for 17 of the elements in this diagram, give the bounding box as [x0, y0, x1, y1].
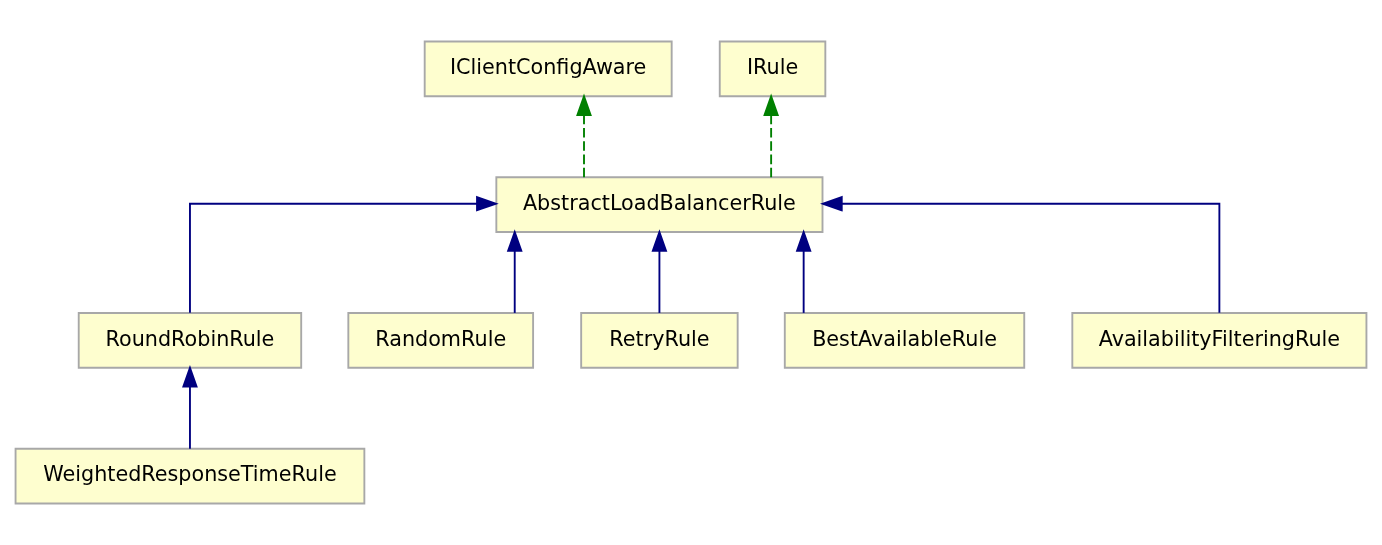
- node-box: RetryRule: [580, 312, 739, 369]
- arrow: [795, 229, 812, 314]
- arrow: [576, 93, 592, 179]
- node-box: AbstractLoadBalancerRule: [495, 176, 824, 233]
- arrow: [651, 229, 668, 314]
- node-box: RoundRobinRule: [77, 312, 303, 369]
- arrow: [763, 93, 780, 179]
- node-box: IRule: [718, 40, 827, 98]
- arrow: [182, 364, 198, 450]
- node-box: IClientConfigAware: [423, 40, 673, 98]
- arrow: [189, 195, 499, 314]
- arrow: [506, 229, 523, 314]
- node-box: BestAvailableRule: [783, 312, 1026, 369]
- node-box: WeightedResponseTimeRule: [14, 447, 366, 505]
- node-box: AvailabilityFilteringRule: [1071, 312, 1368, 369]
- node-box: RandomRule: [347, 312, 535, 369]
- arrow: [820, 195, 1221, 314]
